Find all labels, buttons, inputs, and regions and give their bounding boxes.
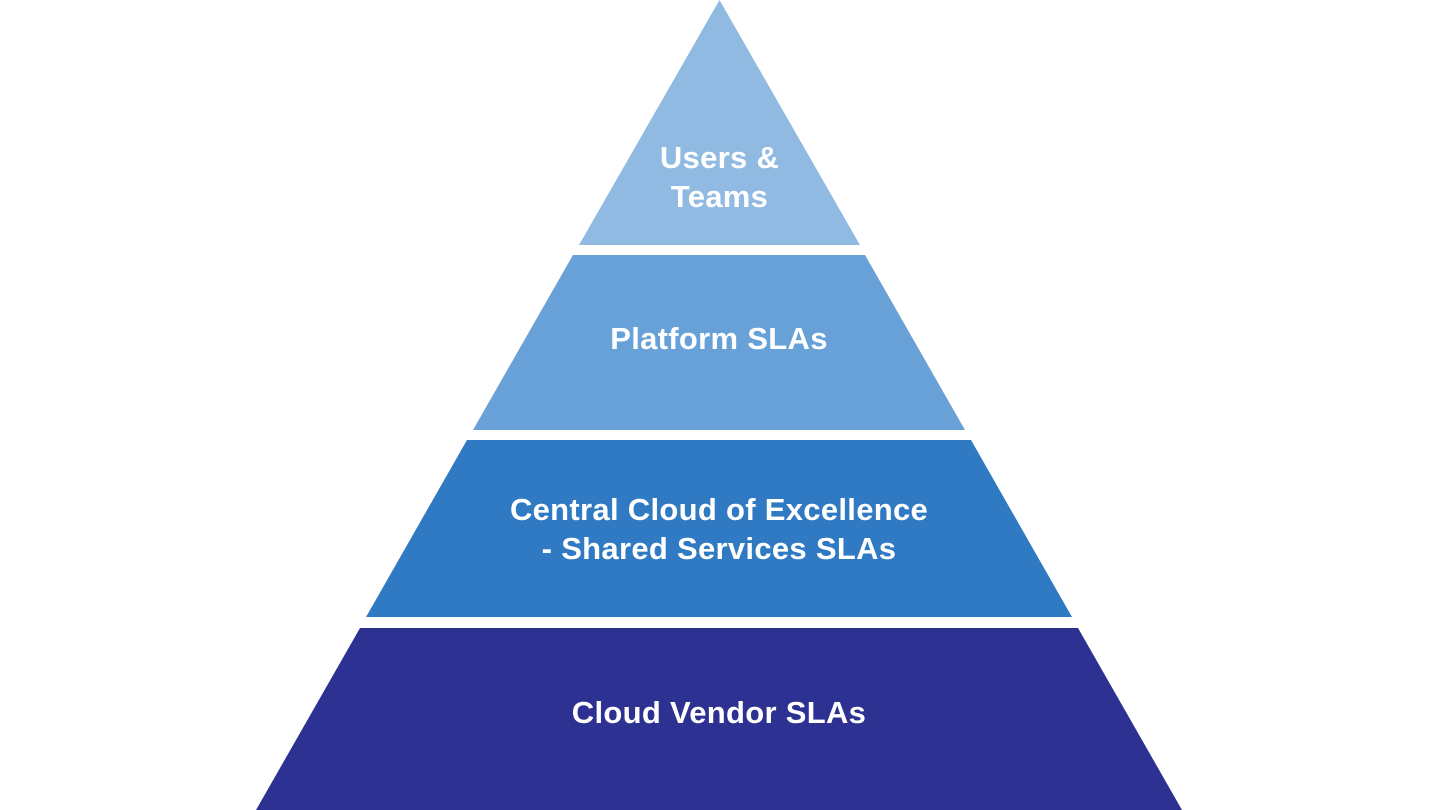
pyramid-level-central-cloud-of-excellence: Central Cloud of Excellence - Shared Ser… — [366, 440, 1072, 617]
pyramid-level-cloud-vendor-slas-label: Cloud Vendor SLAs — [571, 694, 867, 730]
pyramid-level-users-teams: Users & Teams — [579, 0, 860, 245]
pyramid-level-central-cloud-of-excellence-label: Central Cloud of Excellence - Shared Ser… — [509, 491, 929, 566]
pyramid-level-platform-slas-label: Platform SLAs — [610, 320, 828, 356]
pyramid-level-users-teams-label: Users & Teams — [659, 140, 780, 214]
pyramid-level-platform-slas: Platform SLAs — [473, 255, 965, 430]
pyramid-level-cloud-vendor-slas: Cloud Vendor SLAs — [256, 628, 1182, 810]
